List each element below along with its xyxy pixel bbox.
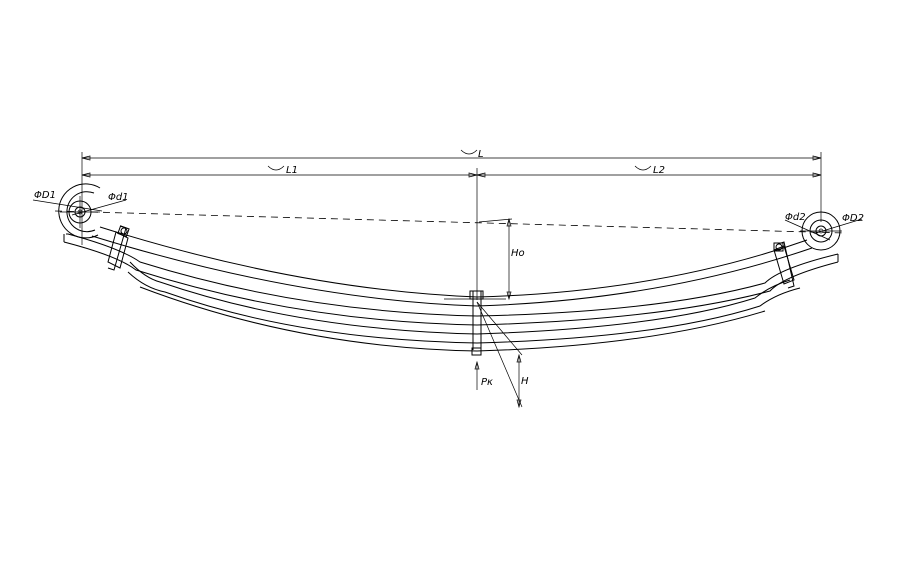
right-rebound-clip [773,241,795,289]
center-bolt [444,290,506,356]
eye-centerline [54,210,846,234]
H-label: H [521,376,529,387]
main-leaf [91,226,813,307]
left-rebound-clip [107,225,130,271]
dimension-L-label: L [478,149,484,160]
dimension-L1-label: L1 [286,165,298,176]
Ho-label: Ho [511,248,525,259]
left-eye [58,183,101,239]
dimension-H: H [476,301,529,409]
load-arrow: Pκ [474,360,493,390]
dimension-L: L [81,149,822,245]
d1-label: Φd1 [108,192,129,203]
D2-label: ΦD2 [842,213,864,224]
left-eye-dimensions: ΦD1 Φd1 [32,190,129,216]
dimension-Ho: Ho [478,217,525,301]
right-eye-dimensions: Φd2 ΦD2 [784,212,864,241]
dimension-L1-L2: L1 L2 [81,165,822,300]
secondary-leaves [63,233,839,352]
d2-label: Φd2 [785,212,806,223]
D1-label: ΦD1 [34,190,56,201]
dimension-L2-label: L2 [653,165,665,176]
Pk-label: Pκ [481,377,493,388]
